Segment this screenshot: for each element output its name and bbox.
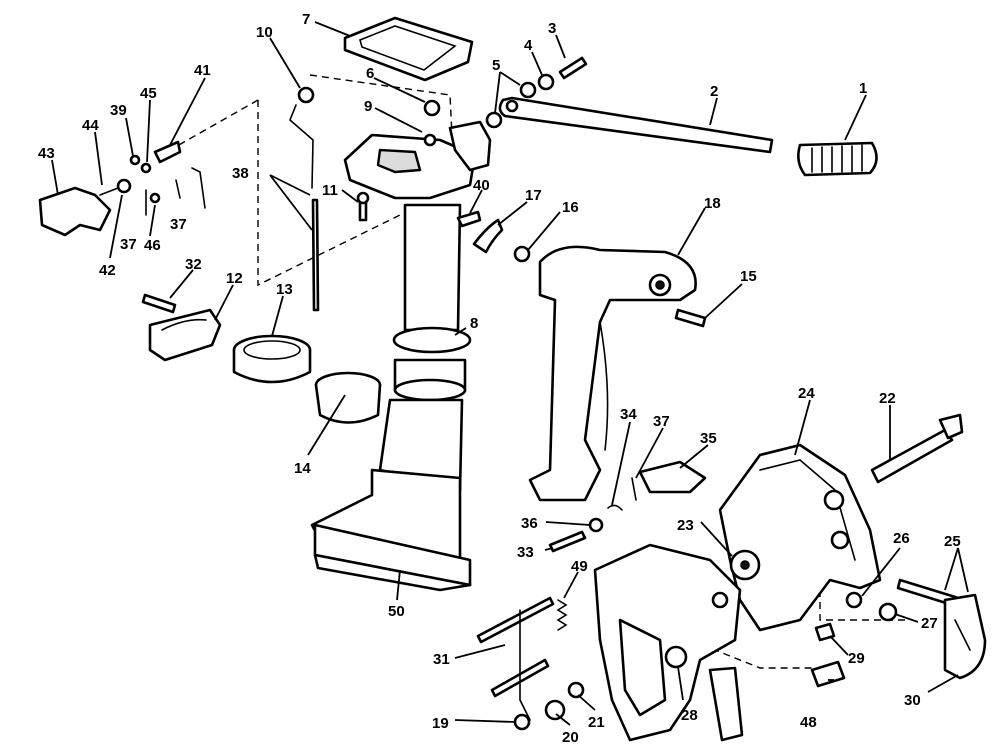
callout-8: 8	[470, 315, 478, 332]
callout-31: 31	[433, 651, 450, 668]
callout-10: 10	[256, 24, 273, 41]
part-ring-13	[232, 334, 312, 384]
callout-11: 11	[322, 182, 338, 199]
callout-22: 22	[879, 390, 896, 407]
part-nut-and-rod	[289, 86, 441, 189]
callout-49: 49	[571, 558, 588, 575]
callout-38: 38	[232, 165, 249, 182]
callout-37-right: 37	[653, 413, 670, 430]
callout-30: 30	[904, 692, 921, 709]
callout-labels: 1 2 3 4 5 6 7 8 9 10 11 12 13 14 15 16 1…	[38, 11, 961, 746]
callout-27: 27	[921, 615, 938, 632]
part-23	[729, 549, 761, 581]
callout-25: 25	[944, 533, 961, 550]
callout-1: 1	[859, 80, 867, 97]
callout-40: 40	[473, 177, 490, 194]
part-lever-31-spring-49	[476, 596, 568, 721]
part-drive-shaft-housing	[310, 203, 472, 592]
part-washers-19-20-21	[513, 681, 585, 731]
callout-9: 9	[364, 98, 372, 115]
part-tiller-arm	[498, 96, 774, 154]
part-clamp-screw-handle	[878, 578, 987, 680]
callout-46: 46	[144, 237, 161, 254]
callout-18: 18	[704, 195, 721, 212]
callout-41: 41	[194, 62, 211, 79]
callout-14: 14	[294, 460, 311, 477]
callout-37-left-a: 37	[120, 236, 137, 253]
callout-23: 23	[677, 517, 694, 534]
callout-6: 6	[366, 65, 374, 82]
callout-35: 35	[700, 430, 717, 447]
callout-19: 19	[432, 715, 449, 732]
callout-36: 36	[521, 515, 538, 532]
part-nut-16-screw-15	[513, 245, 707, 328]
part-26-29	[814, 591, 863, 642]
part-pins-and-bracket	[548, 460, 707, 553]
callout-44: 44	[82, 117, 99, 134]
part-screw-32	[141, 293, 177, 314]
callout-21: 21	[588, 714, 605, 731]
part-bracket-43	[38, 186, 112, 237]
callout-48: 48	[800, 714, 817, 731]
callout-16: 16	[562, 199, 579, 216]
callout-29: 29	[848, 650, 865, 667]
callout-39: 39	[110, 102, 127, 119]
part-small-hardware-left	[99, 140, 206, 216]
callout-4: 4	[524, 37, 533, 54]
callout-13: 13	[276, 281, 293, 298]
callout-43: 43	[38, 145, 55, 162]
part-swivel-bracket	[528, 245, 697, 502]
part-48	[810, 660, 846, 688]
part-ring-14	[314, 371, 382, 424]
callout-28: 28	[681, 707, 698, 724]
leader-lines	[51, 21, 969, 726]
part-bolt-22	[870, 413, 964, 484]
part-grip	[797, 141, 878, 177]
callout-26: 26	[893, 530, 910, 547]
part-screw-40-and-bushing-17	[456, 210, 504, 254]
part-gasket	[343, 16, 474, 82]
callout-24: 24	[798, 385, 815, 402]
callout-3: 3	[548, 20, 556, 37]
callout-45: 45	[140, 85, 157, 102]
part-upper-mount-plate	[343, 120, 492, 200]
callout-12: 12	[226, 270, 243, 287]
callout-37-left-b: 37	[170, 216, 187, 233]
callout-2: 2	[710, 83, 718, 100]
callout-50: 50	[388, 603, 405, 620]
callout-20: 20	[562, 729, 579, 746]
callout-42: 42	[99, 262, 116, 279]
callout-7: 7	[302, 11, 310, 28]
callout-33: 33	[517, 544, 534, 561]
callout-15: 15	[740, 268, 757, 285]
part-clamp-12	[148, 308, 222, 362]
part-screw-washers	[485, 56, 588, 129]
part-clamp-bracket	[593, 543, 744, 742]
part-shift-rod	[311, 198, 320, 312]
callout-34: 34	[620, 406, 637, 423]
callout-17: 17	[525, 187, 542, 204]
part-screw-11	[356, 191, 370, 222]
callout-5: 5	[492, 57, 500, 74]
callout-32: 32	[185, 256, 202, 273]
